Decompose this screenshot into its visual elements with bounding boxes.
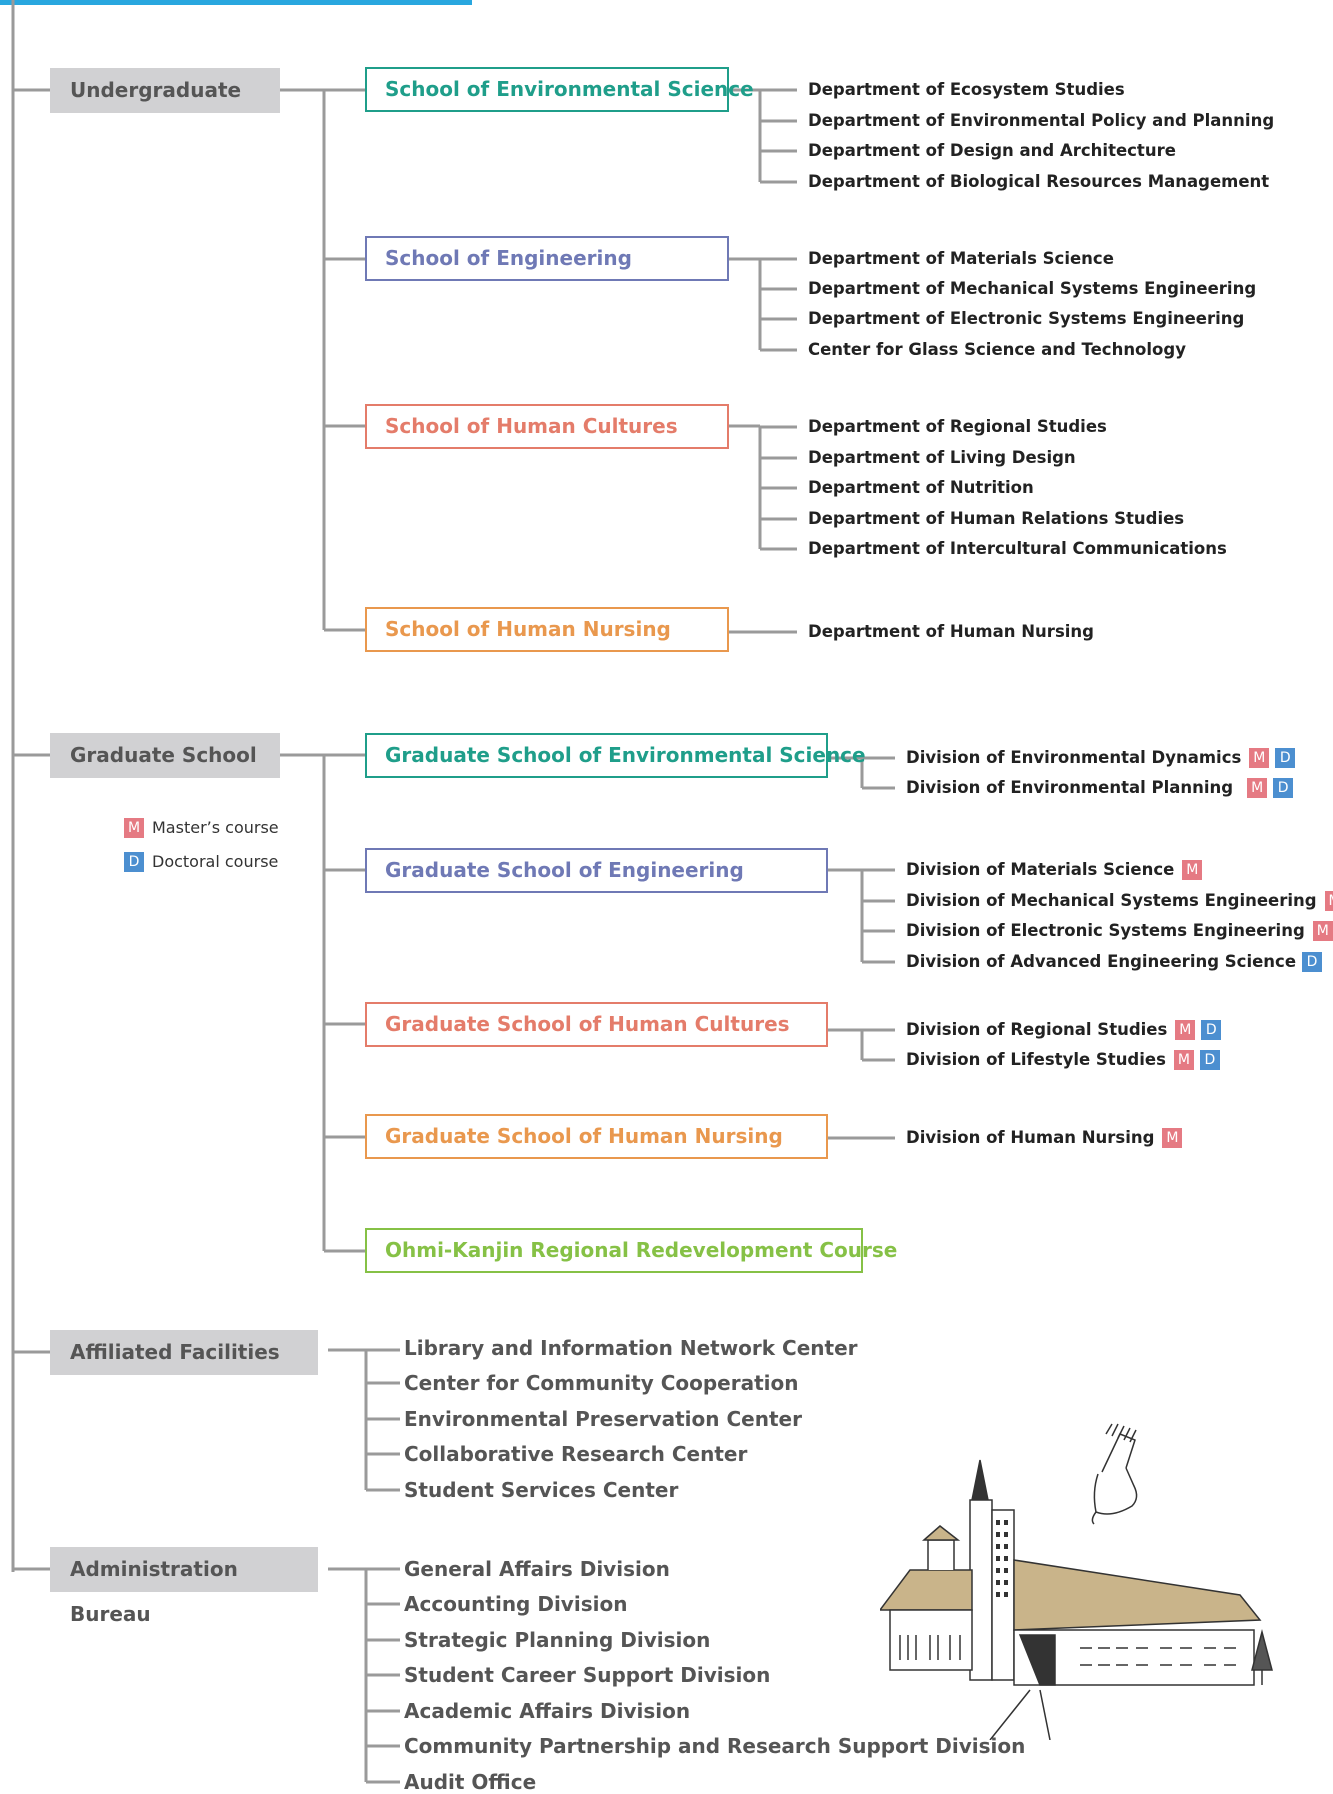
category-graduate-school: Graduate School bbox=[50, 733, 280, 778]
department-item: Department of Living Design bbox=[808, 448, 1076, 467]
master-badge: M bbox=[1182, 860, 1203, 880]
department-item: Center for Glass Science and Technology bbox=[808, 340, 1186, 359]
master-badge: M bbox=[1324, 891, 1333, 911]
department-item: Department of Intercultural Communicatio… bbox=[808, 539, 1227, 558]
doctor-badge: D bbox=[1201, 1020, 1222, 1040]
department-item: Department of Human Relations Studies bbox=[808, 509, 1185, 528]
master-badge: M bbox=[1312, 921, 1333, 941]
division-item: Division of Advanced Engineering Science… bbox=[906, 952, 1323, 972]
department-item: Department of Environmental Policy and P… bbox=[808, 111, 1275, 130]
department-item: Department of Mechanical Systems Enginee… bbox=[808, 279, 1257, 298]
division-item: Division of Human Nursing M bbox=[906, 1128, 1183, 1148]
legend-label: Master’s course bbox=[152, 818, 279, 837]
facility-item: Student Services Center bbox=[404, 1478, 679, 1502]
master-badge: M bbox=[124, 818, 144, 838]
master-badge: M bbox=[1175, 1020, 1196, 1040]
department-item: Department of Nutrition bbox=[808, 478, 1034, 497]
department-item: Department of Electronic Systems Enginee… bbox=[808, 309, 1245, 328]
department-item: Department of Ecosystem Studies bbox=[808, 80, 1125, 99]
department-item: Department of Materials Science bbox=[808, 249, 1114, 268]
division-name: Division of Electronic Systems Engineeri… bbox=[906, 921, 1305, 940]
pointing-hand-icon bbox=[1091, 1423, 1138, 1525]
top-accent-bar bbox=[0, 0, 472, 5]
doctor-badge: D bbox=[1302, 952, 1323, 972]
division-name: Division of Environmental Planning bbox=[906, 778, 1234, 797]
admin-division-item: Student Career Support Division bbox=[404, 1663, 771, 1687]
legend-master: M Master’s course bbox=[124, 818, 279, 838]
ohmi-kanjin-course: Ohmi-Kanjin Regional Redevelopment Cours… bbox=[365, 1228, 897, 1273]
graduate-school-human-cultures: Graduate School of Human Cultures bbox=[365, 1002, 828, 1047]
department-item: Department of Human Nursing bbox=[808, 622, 1094, 641]
school-environmental-science: School of Environmental Science bbox=[365, 67, 754, 112]
division-name: Division of Materials Science bbox=[906, 860, 1175, 879]
facility-item: Library and Information Network Center bbox=[404, 1336, 858, 1360]
admin-division-item: Audit Office bbox=[404, 1770, 537, 1794]
admin-division-item: Strategic Planning Division bbox=[404, 1628, 711, 1652]
graduate-school-human-nursing: Graduate School of Human Nursing bbox=[365, 1114, 828, 1159]
master-badge: M bbox=[1249, 748, 1270, 768]
department-item: Department of Biological Resources Manag… bbox=[808, 172, 1270, 191]
campus-building-illustration bbox=[880, 1423, 1273, 1740]
graduate-school-environmental-science: Graduate School of Environmental Science bbox=[365, 733, 866, 778]
division-item: Division of Electronic Systems Engineeri… bbox=[906, 921, 1333, 941]
master-badge: M bbox=[1162, 1128, 1183, 1148]
school-human-cultures: School of Human Cultures bbox=[365, 404, 729, 449]
doctor-badge: D bbox=[1199, 1050, 1220, 1070]
doctor-badge: D bbox=[124, 852, 144, 872]
school-human-nursing: School of Human Nursing bbox=[365, 607, 729, 652]
facility-item: Center for Community Cooperation bbox=[404, 1371, 799, 1395]
department-item: Department of Regional Studies bbox=[808, 417, 1107, 436]
facility-item: Environmental Preservation Center bbox=[404, 1407, 802, 1431]
division-name: Division of Mechanical Systems Engineeri… bbox=[906, 891, 1317, 910]
division-item: Division of Mechanical Systems Engineeri… bbox=[906, 891, 1333, 911]
legend-label: Doctoral course bbox=[152, 852, 279, 871]
division-name: Division of Human Nursing bbox=[906, 1128, 1155, 1147]
legend-doctor: D Doctoral course bbox=[124, 852, 278, 872]
division-item: Division of Materials Science M bbox=[906, 860, 1203, 880]
admin-division-item: General Affairs Division bbox=[404, 1557, 670, 1581]
category-administration-bureau: Administration Bureau bbox=[50, 1547, 318, 1626]
division-name: Division of Environmental Dynamics bbox=[906, 748, 1242, 767]
division-name: Division of Advanced Engineering Science bbox=[906, 952, 1297, 971]
facility-item: Collaborative Research Center bbox=[404, 1442, 748, 1466]
category-undergraduate: Undergraduate bbox=[50, 68, 280, 113]
admin-division-item: Academic Affairs Division bbox=[404, 1699, 691, 1723]
master-badge: M bbox=[1173, 1050, 1194, 1070]
admin-division-item: Accounting Division bbox=[404, 1592, 628, 1616]
graduate-school-engineering: Graduate School of Engineering bbox=[365, 848, 828, 893]
master-badge: M bbox=[1247, 778, 1268, 798]
admin-division-item: Community Partnership and Research Suppo… bbox=[404, 1734, 1026, 1758]
division-name: Division of Regional Studies bbox=[906, 1020, 1168, 1039]
category-affiliated-facilities: Affiliated Facilities bbox=[50, 1330, 318, 1375]
doctor-badge: D bbox=[1273, 778, 1294, 798]
department-item: Department of Design and Architecture bbox=[808, 141, 1176, 160]
doctor-badge: D bbox=[1275, 748, 1296, 768]
division-name: Division of Lifestyle Studies bbox=[906, 1050, 1166, 1069]
school-engineering: School of Engineering bbox=[365, 236, 729, 281]
